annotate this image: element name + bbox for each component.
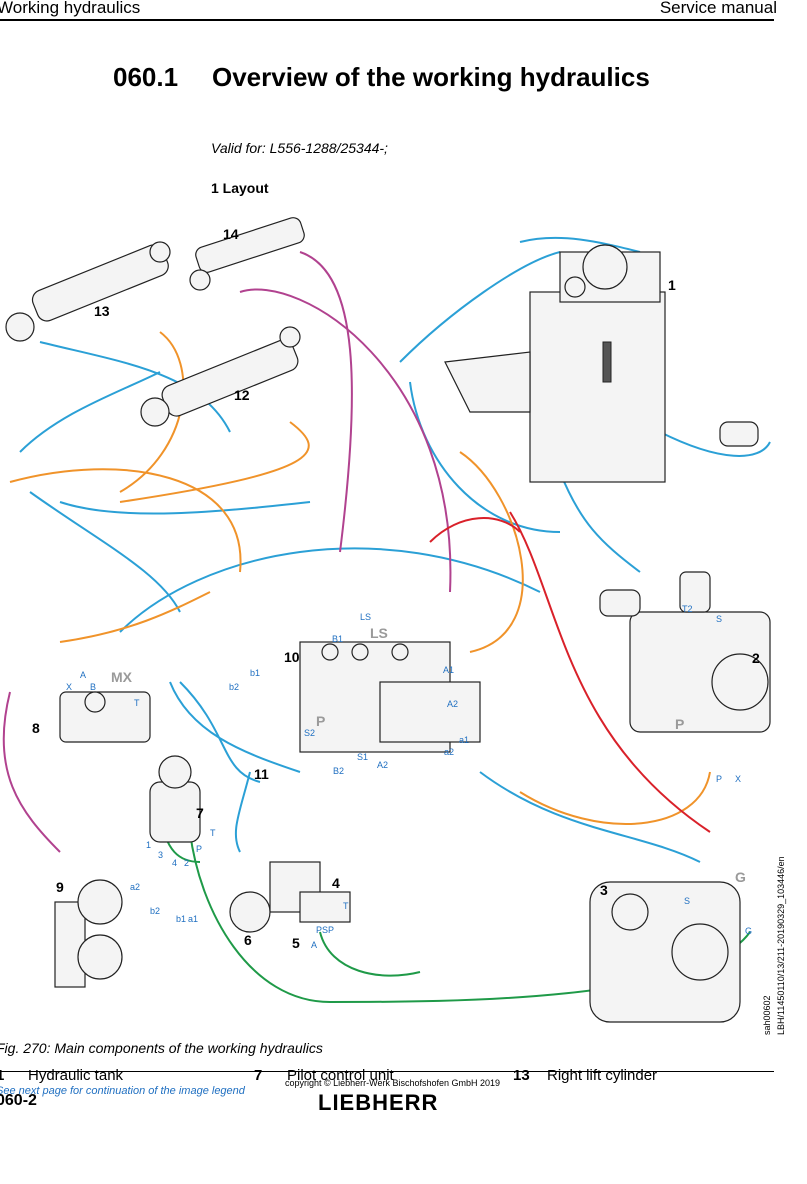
component-13-right-lift-cylinder <box>5 241 171 342</box>
port-label: b1 <box>250 668 260 678</box>
subsection-heading: 1 Layout <box>211 180 269 196</box>
port-label: 4 <box>172 858 177 868</box>
callout-12: 12 <box>234 387 250 403</box>
legend-continuation-link[interactable]: See next page for continuation of the im… <box>0 1085 245 1097</box>
component-10-control-valve <box>299 641 481 753</box>
validity-note: Valid for: L556-1288/25344-; <box>211 140 388 156</box>
port-label: B2 <box>333 766 344 776</box>
port-label: 2 <box>184 858 189 868</box>
callout-9: 9 <box>56 879 64 895</box>
callout-4: 4 <box>332 875 340 891</box>
port-label: A <box>80 670 86 680</box>
component-2-pump <box>599 571 771 733</box>
port-letter-mx: MX <box>111 669 133 685</box>
port-label: b2 <box>229 682 239 692</box>
port-label: a2 <box>130 882 140 892</box>
port-label: b2 <box>150 906 160 916</box>
legend-number: 1 <box>0 1067 5 1084</box>
port-letter-p-pump: P <box>675 716 684 732</box>
port-label: a1 <box>188 914 198 924</box>
liebherr-logo: LIEBHERR <box>318 1090 439 1115</box>
callout-5: 5 <box>292 935 300 951</box>
hoses <box>2 236 771 1003</box>
page-number: 060-2 <box>0 1092 37 1109</box>
port-label: T <box>134 698 140 708</box>
component-1-hydraulic-tank <box>444 244 759 483</box>
component-4-5-6-valve-unit <box>229 861 351 933</box>
port-label: T2 <box>682 604 693 614</box>
legend-number: 13 <box>513 1067 530 1084</box>
header-chapter: Working hydraulics <box>0 0 141 17</box>
port-letter-ls: LS <box>370 625 388 641</box>
port-label: 1 <box>146 840 151 850</box>
port-label: T <box>210 828 216 838</box>
callout-7: 7 <box>196 805 204 821</box>
callouts: 1 2 3 4 5 6 7 8 9 10 11 12 13 14 <box>32 226 760 951</box>
callout-14: 14 <box>223 226 239 242</box>
callout-2: 2 <box>752 650 760 666</box>
component-7-pilot-control-unit <box>149 755 201 843</box>
port-label: A2 <box>377 760 388 770</box>
port-label: A <box>311 940 317 950</box>
port-label: A1 <box>443 665 454 675</box>
footer-rule <box>0 1071 774 1072</box>
component-14-cylinder <box>189 217 305 291</box>
section-number: 060.1 <box>113 62 179 92</box>
port-label: G <box>745 926 752 936</box>
callout-11: 11 <box>254 766 269 782</box>
section-title: Overview of the working hydraulics <box>212 62 650 92</box>
header-rule <box>0 19 774 21</box>
port-label: B <box>90 682 96 692</box>
port-label: B1 <box>332 634 343 644</box>
legend-text: Right lift cylinder <box>547 1067 658 1084</box>
component-8-mx-valve <box>59 691 151 743</box>
port-label: X <box>66 682 72 692</box>
port-label: A2 <box>447 699 458 709</box>
copyright-notice: copyright © Liebherr-Werk Bischofshofen … <box>285 1078 501 1088</box>
legend-number: 7 <box>254 1067 263 1084</box>
callout-8: 8 <box>32 720 40 736</box>
port-label: S <box>716 614 722 624</box>
figure-image-id: sah00602 <box>762 995 772 1035</box>
port-label: a1 <box>459 735 469 745</box>
port-label: b1 <box>176 914 186 924</box>
port-label: S2 <box>304 728 315 738</box>
figure-reference-id: LBH/11450110/13/211-20190329_103446/en <box>776 856 786 1035</box>
port-letter-g: G <box>735 869 746 885</box>
port-label: a2 <box>444 747 454 757</box>
callout-10: 10 <box>284 649 300 665</box>
port-label: P <box>716 774 722 784</box>
port-label: PSP <box>316 925 334 935</box>
port-label: LS <box>360 612 371 622</box>
header-doc-type: Service manual <box>659 0 777 17</box>
port-label: X <box>735 774 741 784</box>
port-label: T <box>343 901 349 911</box>
port-letters: MX LS P P G <box>111 625 746 885</box>
component-12-left-lift-cylinder <box>140 326 301 427</box>
port-label: 3 <box>158 850 163 860</box>
legend-text: Hydraulic tank <box>28 1067 124 1084</box>
callout-6: 6 <box>244 932 252 948</box>
component-3-pump <box>589 881 741 1023</box>
port-label: P <box>196 844 202 854</box>
component-9-accumulator-block <box>54 879 123 988</box>
callout-3: 3 <box>600 882 608 898</box>
port-label: S <box>684 896 690 906</box>
port-letter-p-valve: P <box>316 713 325 729</box>
callout-13: 13 <box>94 303 110 319</box>
hydraulics-diagram: 1 2 3 4 5 6 7 8 9 10 11 12 13 14 MX LS P… <box>2 217 771 1023</box>
port-labels: T2 S X P S G T PSP A B1 LS A1 A2 b1 b2 S… <box>66 604 752 950</box>
port-label: S1 <box>357 752 368 762</box>
figure-caption: Fig. 270: Main components of the working… <box>0 1040 323 1056</box>
callout-1: 1 <box>668 277 676 293</box>
